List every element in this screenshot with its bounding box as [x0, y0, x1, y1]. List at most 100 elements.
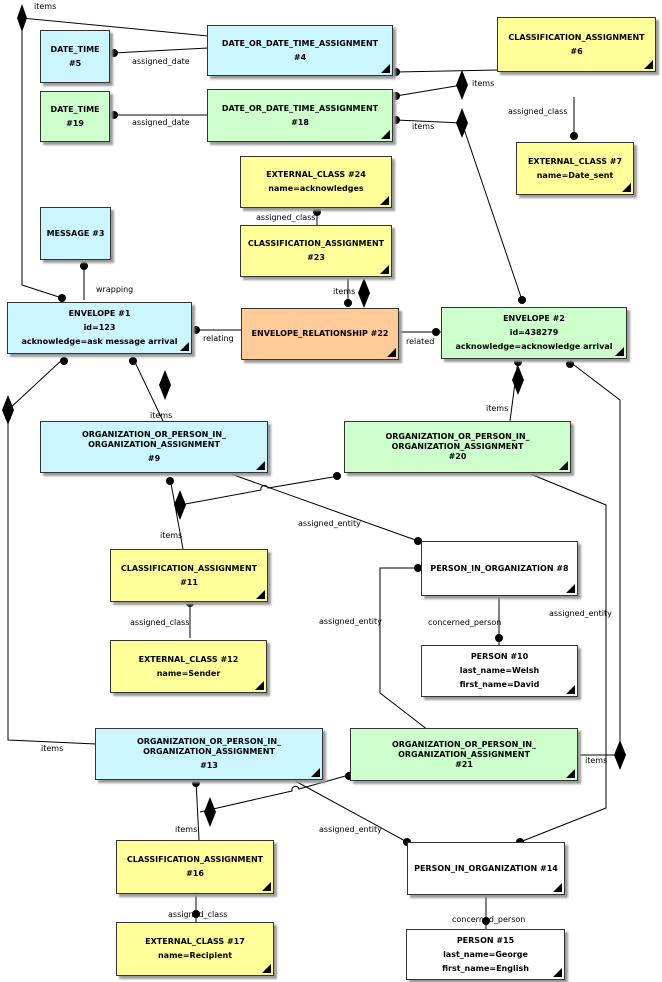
label-assigned-class-23: assigned_class [256, 213, 315, 222]
diamond-items-envelope2 [456, 108, 468, 138]
dot [414, 537, 422, 545]
label-wrapping: wrapping [96, 285, 133, 294]
node-envelope-2[interactable]: ENVELOPE #2 id=438279 acknowledge=acknow… [441, 307, 627, 359]
node-label: ORGANIZATION_ASSIGNMENT [398, 749, 530, 759]
dot [344, 299, 352, 307]
dot [80, 262, 88, 270]
node-label: PERSON_IN_ORGANIZATION #8 [430, 563, 569, 573]
node-external-class-12[interactable]: EXTERNAL_CLASS #12 name=Sender [110, 640, 267, 693]
node-label: name=Sender [156, 668, 221, 678]
node-label: acknowledge=acknowledge arrival [455, 342, 613, 351]
node-label: DATE_OR_DATE_TIME_ASSIGNMENT [221, 103, 379, 113]
node-date-time-19[interactable]: DATE_TIME #19 [40, 91, 110, 142]
node-date-or-date-time-assignment-18[interactable]: DATE_OR_DATE_TIME_ASSIGNMENT #18 [207, 89, 393, 142]
dot [432, 328, 440, 336]
label-items-20: items [486, 404, 508, 413]
node-label: CLASSIFICATION_ASSIGNMENT [120, 563, 258, 573]
dot [392, 116, 400, 124]
node-label: name=Recipient [157, 951, 233, 960]
dot [570, 132, 578, 140]
node-organization-assignment-9[interactable]: ORGANIZATION_OR_PERSON_IN_ ORGANIZATION_… [40, 421, 268, 473]
node-label: CLASSIFICATION_ASSIGNMENT [126, 855, 264, 864]
label-assigned-class-6: assigned_class [508, 107, 567, 116]
node-date-time-5[interactable]: DATE_TIME #5 [40, 30, 110, 83]
resize-corner-icon [380, 196, 389, 205]
label-concerned-person-8: concerned_person [428, 618, 501, 627]
node-organization-assignment-13[interactable]: ORGANIZATION_OR_PERSON_IN_ ORGANIZATION_… [95, 728, 323, 780]
node-label: #18 [291, 117, 309, 127]
node-label: EXTERNAL_CLASS #17 [145, 937, 245, 946]
node-person-in-organization-14[interactable]: PERSON_IN_ORGANIZATION #14 [407, 842, 565, 895]
label-assigned-entity-13: assigned_entity [319, 825, 382, 834]
node-external-class-17[interactable]: EXTERNAL_CLASS #17 name=Recipient [116, 922, 274, 976]
node-person-10[interactable]: PERSON #10 last_name=Welsh first_name=Da… [421, 645, 578, 697]
diamond-classification11 [174, 490, 186, 520]
node-date-or-date-time-assignment-4[interactable]: DATE_OR_DATE_TIME_ASSIGNMENT #4 [207, 25, 393, 76]
node-organization-assignment-20[interactable]: ORGANIZATION_OR_PERSON_IN_ ORGANIZATION_… [344, 421, 571, 473]
node-label: ORGANIZATION_ASSIGNMENT [88, 440, 220, 449]
diamond-envelope2 [512, 365, 524, 395]
node-person-15[interactable]: PERSON #15 last_name=George first_name=E… [406, 929, 565, 980]
connector-lines [7, 17, 621, 929]
node-classification-assignment-23[interactable]: CLASSIFICATION_ASSIGNMENT #23 [240, 225, 392, 277]
edge-assignment21-to-classification16 [199, 774, 350, 813]
edge-assignment18-items-envelope2 [395, 119, 463, 124]
label-items-21: items [585, 756, 607, 765]
node-label: PERSON #10 [470, 652, 529, 661]
node-label: ENVELOPE #2 [503, 314, 565, 323]
label-items-9: items [150, 411, 172, 420]
node-label: ORGANIZATION_OR_PERSON_IN_ [385, 432, 530, 441]
dot [192, 779, 200, 787]
resize-corner-icon [311, 768, 320, 777]
dot [514, 358, 522, 366]
node-label: #11 [180, 577, 198, 587]
dot [482, 917, 490, 925]
node-envelope-1[interactable]: ENVELOPE #1 id=123 acknowledge=ask messa… [7, 302, 192, 354]
node-envelope-relationship-22[interactable]: ENVELOPE_RELATIONSHIP #22 [241, 308, 399, 360]
edge-loop-to-assignment13 [7, 410, 97, 745]
edge-assignment21-to-person8 [379, 567, 429, 731]
node-external-class-24[interactable]: EXTERNAL_CLASS #24 name=acknowledges [240, 156, 392, 208]
resize-corner-icon [180, 342, 189, 351]
node-label: id=123 [83, 323, 116, 332]
node-classification-assignment-6[interactable]: CLASSIFICATION_ASSIGNMENT #6 [497, 17, 656, 72]
node-label: ORGANIZATION_OR_PERSON_IN_ [391, 739, 537, 749]
resize-corner-icon [262, 964, 271, 973]
node-label: #20 [448, 452, 467, 461]
node-label: CLASSIFICATION_ASSIGNMENT [247, 239, 385, 248]
node-label: name=Date_sent [536, 170, 614, 180]
dot [333, 472, 341, 480]
edge-assignment18-to-classification6 [395, 84, 463, 97]
node-label: acknowledge=ask message arrival [21, 337, 178, 346]
node-person-in-organization-8[interactable]: PERSON_IN_ORGANIZATION #8 [421, 541, 578, 596]
diamond-assignment21 [614, 740, 626, 770]
node-classification-assignment-16[interactable]: CLASSIFICATION_ASSIGNMENT #16 [116, 840, 274, 894]
edge-items-envelope1-to-assignment4 [21, 17, 209, 299]
node-external-class-7[interactable]: EXTERNAL_CLASS #7 name=Date_sent [516, 142, 634, 195]
label-assigned-date-18: assigned_date [132, 118, 190, 127]
resize-corner-icon [566, 685, 575, 694]
edge-assignment20-to-classification11 [179, 475, 340, 506]
node-label: #21 [455, 759, 473, 769]
resize-corner-icon [566, 584, 575, 593]
diamond-assignment9 [159, 370, 171, 400]
label-items-6a: items [472, 79, 494, 88]
resize-corner-icon [559, 461, 568, 470]
node-label: first_name=English [442, 963, 529, 973]
edge-assignment9-to-person8 [230, 473, 422, 543]
node-classification-assignment-11[interactable]: CLASSIFICATION_ASSIGNMENT #11 [110, 549, 268, 602]
label-items-top: items [34, 2, 56, 11]
dot [313, 208, 321, 216]
node-organization-assignment-21[interactable]: ORGANIZATION_OR_PERSON_IN_ ORGANIZATION_… [350, 728, 578, 781]
dot [110, 111, 118, 119]
label-items-13: items [41, 744, 63, 753]
node-label: EXTERNAL_CLASS #24 [266, 170, 366, 179]
dot [192, 326, 200, 334]
node-label: DATE_OR_DATE_TIME_ASSIGNMENT [221, 38, 379, 48]
label-items-16: items [175, 825, 197, 834]
label-related: related [406, 337, 434, 346]
node-message-3[interactable]: MESSAGE #3 [40, 207, 111, 260]
node-label: #6 [570, 46, 583, 56]
diamond-classification16 [204, 797, 216, 827]
